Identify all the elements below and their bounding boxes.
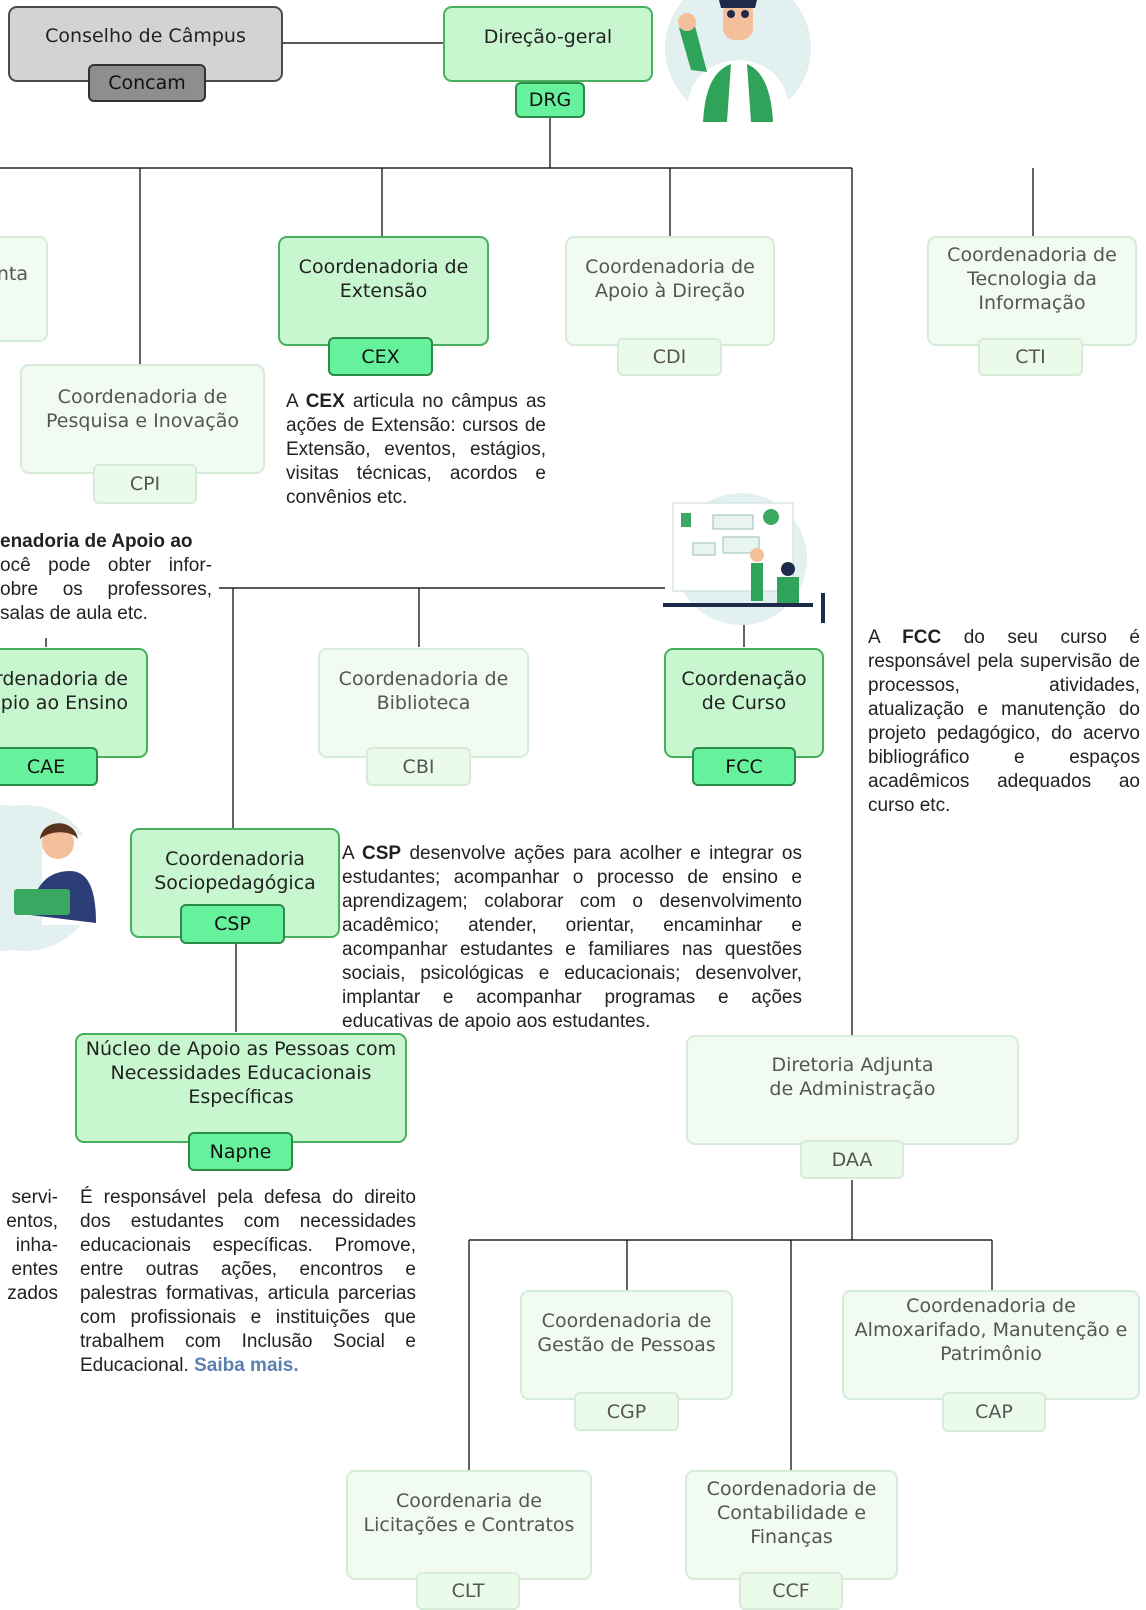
ccf-name: Coordenadoria de Contabilidade e Finança… [706, 1478, 877, 1548]
cap-box[interactable]: Coordenadoria de Almoxarifado, Manutençã… [842, 1290, 1140, 1400]
fcc-name: Coordenação de Curso [681, 668, 807, 714]
cae-box[interactable]: rdenadoria de pio ao Ensino [0, 648, 148, 758]
concam-name: Conselho de Câmpus [45, 25, 246, 47]
daa-tag: DAA [800, 1140, 904, 1179]
partial-unit-name: nta [0, 263, 28, 285]
csp-tag: CSP [180, 904, 285, 944]
left-description-partial: servi- entos, inha- entes zados [6, 1187, 58, 1304]
cpi-box[interactable]: Coordenadoria de Pesquisa e Inovação [20, 364, 265, 474]
fcc-box[interactable]: Coordenação de Curso [664, 648, 824, 758]
cti-box[interactable]: Coordenadoria de Tecnologia da Informaçã… [927, 236, 1137, 346]
cap-name: Coordenadoria de Almoxarifado, Manutençã… [854, 1295, 1128, 1365]
cti-tag: CTI [978, 338, 1083, 376]
cti-name: Coordenadoria de Tecnologia da Informaçã… [947, 244, 1117, 314]
cbi-box[interactable]: Coordenadoria de Biblioteca [318, 648, 529, 758]
cdi-box[interactable]: Coordenadoria de Apoio à Direção [565, 236, 775, 346]
cae-name-line2: pio ao Ensino [0, 692, 128, 714]
cae-tag: CAE [0, 747, 98, 786]
cbi-tag: CBI [366, 747, 471, 786]
napne-tag: Napne [188, 1132, 293, 1171]
cex-tag: CEX [328, 337, 433, 376]
drg-tag: DRG [515, 82, 585, 118]
napne-box[interactable]: Núcleo de Apoio as Pessoas com Necessida… [75, 1033, 407, 1143]
clt-box[interactable]: Coordenaria de Licitações e Contratos [346, 1470, 592, 1580]
director-illustration [665, 0, 811, 122]
cae-name-line1: rdenadoria de [0, 668, 128, 690]
csp-description: A CSP desenvolve ações para acolher e in… [342, 843, 802, 1032]
daa-name: Diretoria Adjunta de Administração [769, 1054, 936, 1100]
clt-name: Coordenaria de Licitações e Contratos [363, 1490, 575, 1536]
cbi-name: Coordenadoria de Biblioteca [338, 668, 509, 714]
partial-unit-box[interactable]: nta [0, 236, 48, 342]
clt-tag: CLT [416, 1572, 520, 1610]
cgp-tag: CGP [574, 1392, 679, 1431]
csp-name: Coordenadoria Sociopedagógica [154, 848, 316, 894]
fcc-description: A FCC do seu curso é responsável pela su… [868, 627, 1141, 816]
cdi-name: Coordenadoria de Apoio à Direção [585, 256, 755, 302]
cap-tag: CAP [942, 1392, 1046, 1432]
cpi-name: Coordenadoria de Pesquisa e Inovação [46, 386, 239, 432]
concam-tag: Concam [88, 64, 206, 102]
cgp-box[interactable]: Coordenadoria de Gestão de Pessoas [520, 1290, 733, 1400]
drg-box[interactable]: Direção-geral [443, 6, 653, 82]
student-illustration [0, 805, 98, 951]
cex-name: Coordenadoria de Extensão [298, 256, 469, 302]
fcc-tag: FCC [692, 747, 796, 786]
cae-description-partial: enadoria de Apoio ao ocê pode obter info… [0, 531, 212, 624]
cpi-tag: CPI [93, 464, 197, 504]
drg-name: Direção-geral [483, 26, 613, 48]
ccf-tag: CCF [739, 1572, 843, 1610]
napne-description: É responsável pela defesa do direito dos… [80, 1187, 416, 1376]
cdi-tag: CDI [617, 338, 722, 376]
ccf-box[interactable]: Coordenadoria de Contabilidade e Finança… [685, 1470, 898, 1580]
daa-box[interactable]: Diretoria Adjunta de Administração [686, 1035, 1019, 1145]
napne-name: Núcleo de Apoio as Pessoas com Necessida… [85, 1038, 397, 1108]
cex-box[interactable]: Coordenadoria de Extensão [278, 236, 489, 346]
cex-description: A CEX articula no câmpus as ações de Ext… [286, 391, 547, 508]
presentation-illustration [663, 493, 825, 625]
cgp-name: Coordenadoria de Gestão de Pessoas [537, 1310, 716, 1356]
saiba-mais-link[interactable]: Saiba mais. [194, 1355, 299, 1376]
